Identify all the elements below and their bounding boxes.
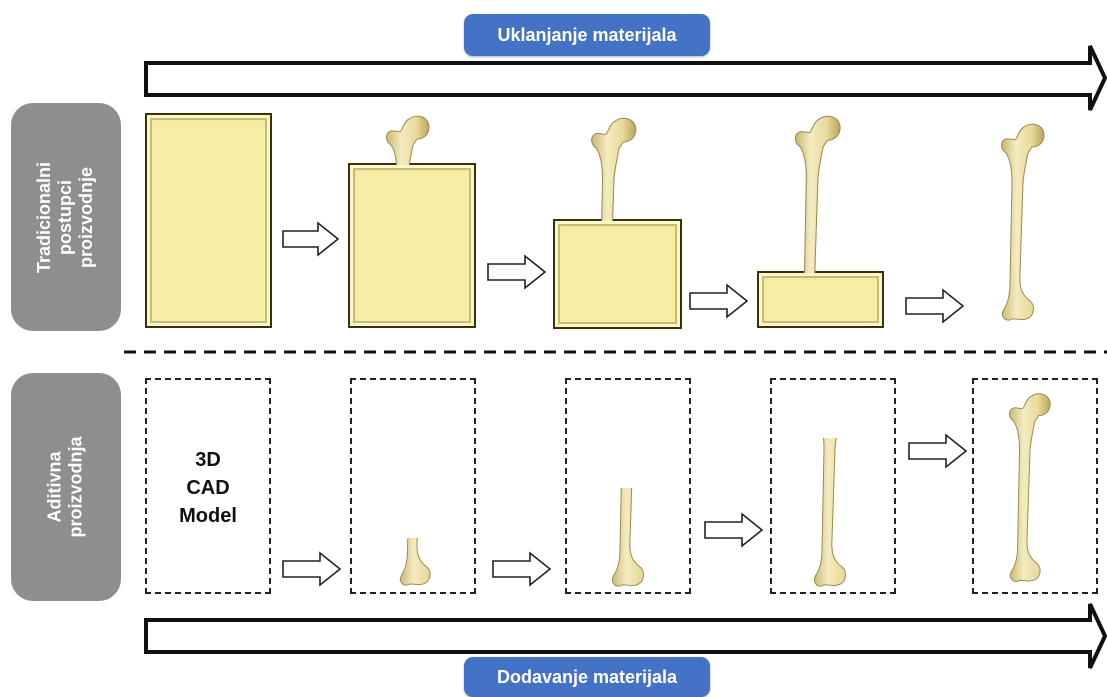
build-box-3 xyxy=(565,378,691,594)
bone-build-stage-3 xyxy=(611,488,655,587)
step-arrow-a2 xyxy=(492,551,552,587)
bottom-label-addition: Dodavanje materijala xyxy=(464,657,710,697)
side-label-additive: Aditivna proizvodnja xyxy=(11,373,121,601)
build-box-5 xyxy=(972,378,1098,594)
step-arrow-t1 xyxy=(282,221,340,257)
cad-model-label: 3D CAD Model xyxy=(179,449,237,527)
build-box-1: 3D CAD Model xyxy=(145,378,271,594)
material-block-3 xyxy=(553,219,682,329)
step-arrow-t3 xyxy=(689,283,749,319)
step-arrow-t4 xyxy=(905,288,965,324)
step-arrow-t2 xyxy=(487,254,547,290)
build-box-4 xyxy=(770,378,896,594)
bottom-process-arrow xyxy=(144,603,1107,669)
step-arrow-a1 xyxy=(282,551,342,587)
bone-partial-4 xyxy=(795,115,841,273)
step-arrow-a3 xyxy=(704,512,764,548)
bone-build-stage-2 xyxy=(398,538,441,586)
step-arrow-a4 xyxy=(908,433,968,469)
top-label-removal: Uklanjanje materijala xyxy=(464,14,710,56)
build-box-2 xyxy=(350,378,476,594)
bone-partial-head-2 xyxy=(386,115,430,165)
bone-full-additive xyxy=(1008,393,1051,583)
material-block-1 xyxy=(145,113,272,328)
side-label-traditional: Tradicionalni postupci proizvodnje xyxy=(11,103,121,331)
bone-build-stage-4 xyxy=(813,438,857,587)
material-block-4 xyxy=(757,271,884,328)
bone-full-traditional xyxy=(1001,123,1045,321)
bone-partial-3 xyxy=(591,117,637,221)
material-block-2 xyxy=(348,163,476,328)
top-process-arrow xyxy=(144,45,1107,111)
